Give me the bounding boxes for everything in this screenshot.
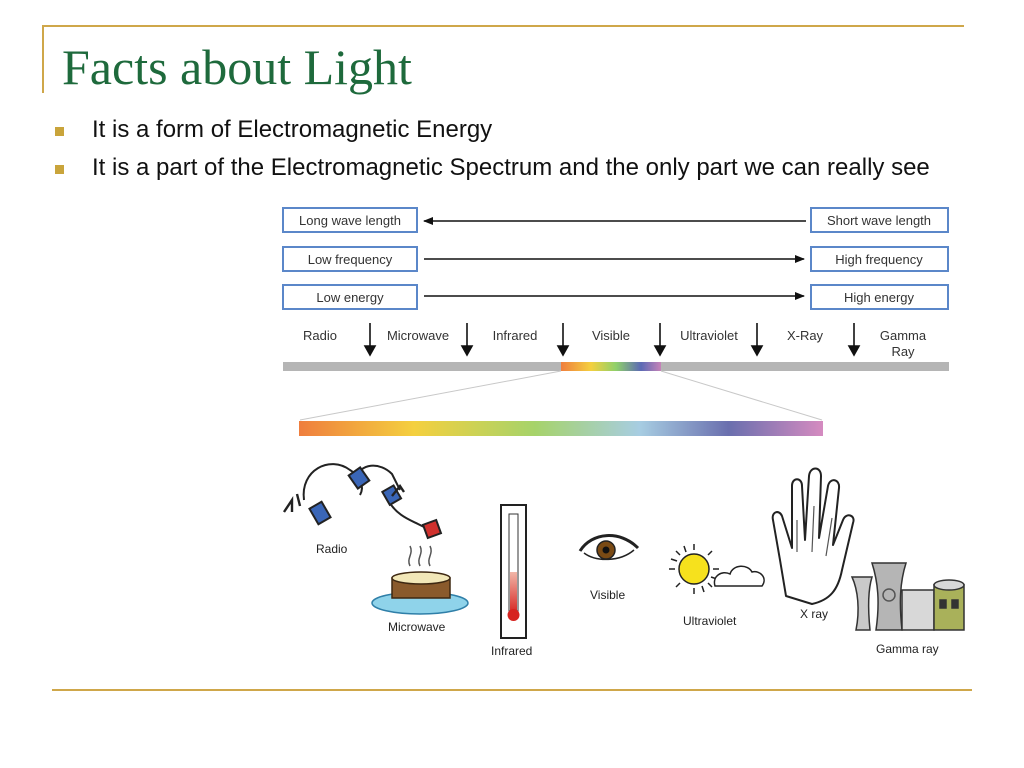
down-arrow-icon [363,323,377,357]
em-spectrum-diagram: Long wave length Short wave length Low f… [278,198,978,678]
bullet-text: It is a part of the Electromagnetic Spec… [92,154,930,181]
band-label-visible: Visible [592,328,630,343]
down-arrow-icon [653,323,667,357]
headphones-icon [283,463,443,540]
band-label-ray: Ray [891,344,915,359]
radio-label: Radio [316,542,348,556]
svg-text:High energy: High energy [844,290,915,305]
high-frequency-box: High frequency [810,246,949,272]
infrared-label: Infrared [491,644,532,658]
zoom-line-right [660,370,823,421]
visible-segment [561,362,661,371]
svg-text:Low energy: Low energy [316,290,384,305]
cake-icon [371,545,469,615]
svg-text:Long wave length: Long wave length [299,213,401,228]
visible-spectrum-band [299,421,823,436]
high-energy-box: High energy [810,284,949,310]
top-frame-line [42,25,964,27]
band-label-ultraviolet: Ultraviolet [680,328,738,343]
visible-label: Visible [590,588,625,602]
band-label-xray: X-Ray [787,328,824,343]
svg-text:Low frequency: Low frequency [308,252,393,267]
bullet-text: It is a form of Electromagnetic Energy [92,116,493,143]
power-plant-icon [850,562,965,631]
bullet-square-icon [55,127,64,136]
band-label-infrared: Infrared [493,328,538,343]
microwave-label: Microwave [388,620,446,634]
eye-icon [578,534,640,561]
sun-icon [669,544,719,594]
down-arrow-icon [750,323,764,357]
bullet-list: It is a form of Electromagnetic Energy I… [50,114,970,190]
low-frequency-box: Low frequency [282,246,418,272]
svg-text:High frequency: High frequency [835,252,923,267]
slide-title: Facts about Light [62,39,412,95]
short-wave-box: Short wave length [810,207,949,233]
band-label-radio: Radio [303,328,337,343]
left-frame-line [42,25,44,93]
band-label-microwave: Microwave [387,328,449,343]
long-wave-box: Long wave length [282,207,418,233]
xray-label: X ray [800,607,828,621]
em-spectrum-svg: Long wave length Short wave length Low f… [282,207,965,658]
ultraviolet-label: Ultraviolet [683,614,737,628]
cloud-icon [713,565,765,587]
bullet-square-icon [55,165,64,174]
low-energy-box: Low energy [282,284,418,310]
bullet-item: It is a part of the Electromagnetic Spec… [50,152,970,184]
band-label-gamma: Gamma [880,328,927,343]
down-arrow-icon [460,323,474,357]
down-arrow-icon [847,323,861,357]
thermometer-icon [500,504,527,639]
svg-text:Short wave length: Short wave length [827,213,931,228]
zoom-line-left [299,370,562,421]
hand-xray-icon [771,467,855,605]
down-arrow-icon [556,323,570,357]
bottom-frame-line [52,689,972,691]
gamma-label: Gamma ray [876,642,939,656]
bullet-item: It is a form of Electromagnetic Energy [50,114,970,146]
